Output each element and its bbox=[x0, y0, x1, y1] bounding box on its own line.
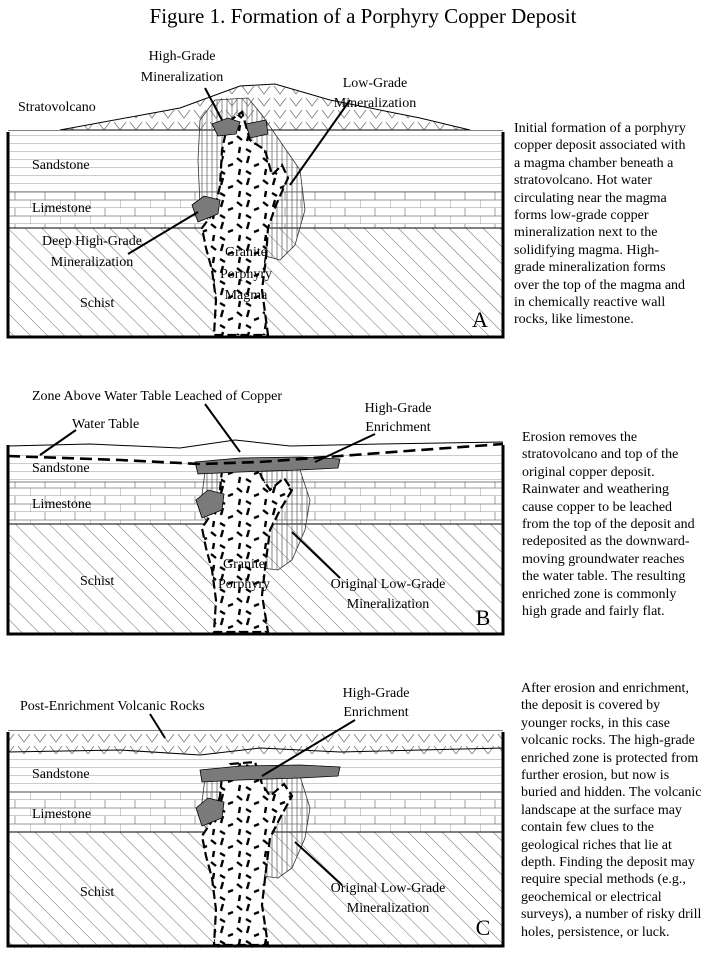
sandstone-label: Sandstone bbox=[32, 767, 90, 782]
panel-c-description: After erosion and enrichment, the deposi… bbox=[521, 680, 724, 941]
panel-letter: C bbox=[476, 915, 491, 940]
volcanic-rocks-label: Post-Enrichment Volcanic Rocks bbox=[20, 699, 205, 714]
original-low-grade-label-line1: Original Low-Grade bbox=[331, 881, 446, 896]
enrichment-label-line1: High-Grade bbox=[343, 686, 410, 701]
enrichment-label-line2: Enrichment bbox=[343, 705, 408, 720]
original-low-grade-label-line2: Mineralization bbox=[347, 901, 429, 916]
limestone-label: Limestone bbox=[32, 807, 91, 822]
schist-label: Schist bbox=[80, 885, 114, 900]
